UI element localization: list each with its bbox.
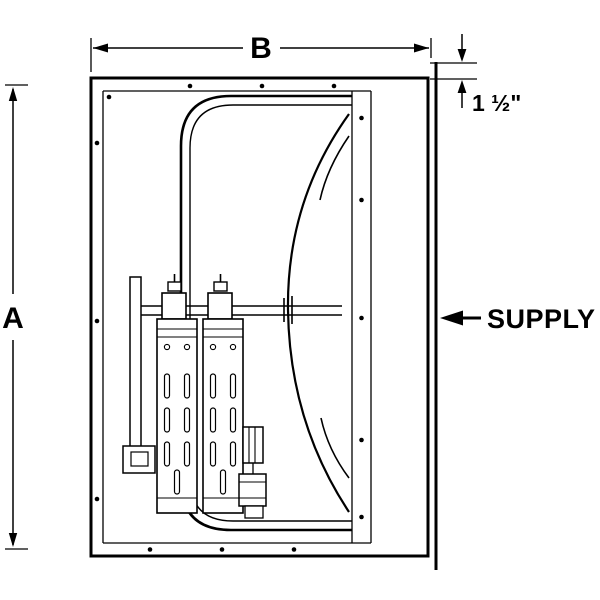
- rivet-dots: [94, 83, 364, 552]
- plate-slot: [229, 407, 237, 433]
- plate-slot: [173, 469, 181, 495]
- plate-slot: [209, 373, 217, 399]
- accessory-bracket-lower-lines: [239, 481, 266, 499]
- plate-slot: [219, 469, 227, 495]
- arrowhead-up-icon: [457, 80, 467, 93]
- plate-slots: [163, 373, 237, 495]
- supply-callout: SUPPLY: [440, 304, 596, 334]
- rivet-dot: [94, 496, 100, 502]
- bearing-bolt-nut: [213, 281, 228, 292]
- plate-slot: [183, 441, 191, 467]
- plate-hole: [183, 343, 191, 351]
- bearing-bolt-studs: [173, 274, 222, 282]
- plate-slot: [163, 441, 171, 467]
- rivet-dot: [106, 94, 112, 100]
- venturi-inner-line: [189, 104, 352, 522]
- rivet-dot: [359, 315, 364, 321]
- supply-label: SUPPLY: [487, 304, 596, 334]
- rivet-dot: [94, 318, 100, 324]
- supply-arrow-icon: [440, 310, 463, 326]
- plate-slot: [163, 373, 171, 399]
- arrowhead-down-icon: [8, 533, 18, 547]
- left-support-bracket: [122, 276, 156, 474]
- bearing-bolt-nut: [167, 281, 182, 292]
- blade-edge-curve: [286, 113, 350, 513]
- rivet-dot: [147, 547, 153, 552]
- bearing-block: [207, 292, 233, 320]
- rivet-dot: [359, 197, 364, 203]
- arrowhead-right-icon: [414, 43, 429, 53]
- plate-slot: [183, 373, 191, 399]
- motor-mounting-plates: [156, 318, 244, 514]
- rivet-dot: [219, 547, 225, 552]
- plate-slot: [229, 441, 237, 467]
- dim-a-label: A: [2, 302, 24, 335]
- blade-hub-ticks: [283, 296, 293, 324]
- rivet-dot: [359, 514, 364, 520]
- arrowhead-up-icon: [8, 87, 18, 101]
- bearing-blocks: [161, 274, 233, 320]
- arrowhead-down-icon: [457, 49, 467, 62]
- accessory-brackets: [238, 426, 267, 519]
- dim-b-label: B: [250, 32, 272, 65]
- plate-slot: [229, 373, 237, 399]
- plate-slot: [183, 407, 191, 433]
- plate-hole: [209, 343, 217, 351]
- dimension-b: B: [90, 32, 432, 72]
- housing-inner-panel-lines: [102, 90, 372, 544]
- plate-slot: [209, 441, 217, 467]
- plate-slot: [163, 407, 171, 433]
- rivet-dot: [359, 115, 364, 121]
- accessory-bracket-upper: [242, 426, 264, 464]
- dimension-a: A: [2, 84, 28, 550]
- rivet-dot: [359, 437, 364, 443]
- plate-band-lines: [157, 328, 243, 499]
- blade-tip-curve-bottom: [320, 417, 350, 479]
- rivet-dot: [187, 83, 193, 89]
- plate-hole: [229, 343, 237, 351]
- accessory-bracket-lower: [238, 473, 267, 507]
- plate-slot: [209, 407, 217, 433]
- rivet-dot: [259, 83, 265, 89]
- plate-hole: [163, 343, 171, 351]
- dim-a-extension-lines: [5, 84, 28, 550]
- bearing-block: [161, 292, 187, 320]
- arrowhead-left-icon: [93, 43, 108, 53]
- accessory-bracket-foot: [244, 505, 264, 519]
- accessory-bracket-upper-lines: [248, 427, 256, 463]
- rivet-dot: [94, 140, 100, 146]
- dim-flange-extension-lines: [430, 62, 477, 80]
- dimension-flange-depth: 1 ½": [430, 34, 521, 116]
- bracket-arm: [129, 276, 142, 456]
- fan-blade: [283, 113, 350, 513]
- dim-flange-label: 1 ½": [472, 90, 521, 116]
- dim-b-extension-lines: [90, 38, 432, 72]
- bracket-foot-detail: [130, 451, 149, 467]
- blade-tip-curve-top: [319, 135, 350, 201]
- rivet-dot: [291, 547, 297, 552]
- rivet-dot: [331, 83, 337, 89]
